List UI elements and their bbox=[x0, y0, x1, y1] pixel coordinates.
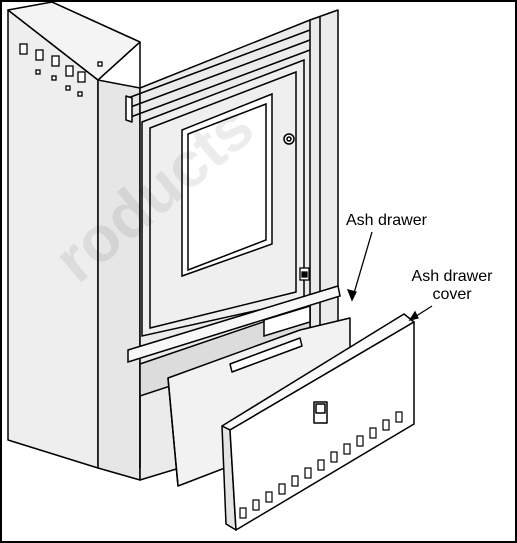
leader-lines bbox=[346, 231, 433, 322]
label-ash-drawer-cover: Ash drawer cover bbox=[396, 268, 508, 304]
door-handle-knob bbox=[283, 133, 295, 145]
cover-front-panel bbox=[229, 321, 415, 531]
leader-ash-drawer bbox=[351, 231, 373, 301]
ash-drawer-handle bbox=[229, 337, 303, 373]
label-cover-line1: Ash drawer bbox=[411, 268, 493, 285]
ash-drawer-cover bbox=[221, 313, 415, 531]
door-glass-window bbox=[181, 92, 273, 278]
trim-line-1 bbox=[127, 29, 311, 99]
trim-line-2 bbox=[127, 39, 311, 109]
label-cover-line2: cover bbox=[432, 286, 472, 303]
side-switch bbox=[299, 267, 310, 281]
trim-line-3 bbox=[127, 49, 311, 119]
stove-ledge bbox=[127, 285, 341, 364]
side-vents bbox=[19, 43, 103, 97]
cover-vent-slots bbox=[239, 411, 403, 519]
stove-door bbox=[141, 58, 305, 337]
label-ash-drawer: Ash drawer bbox=[346, 212, 427, 229]
